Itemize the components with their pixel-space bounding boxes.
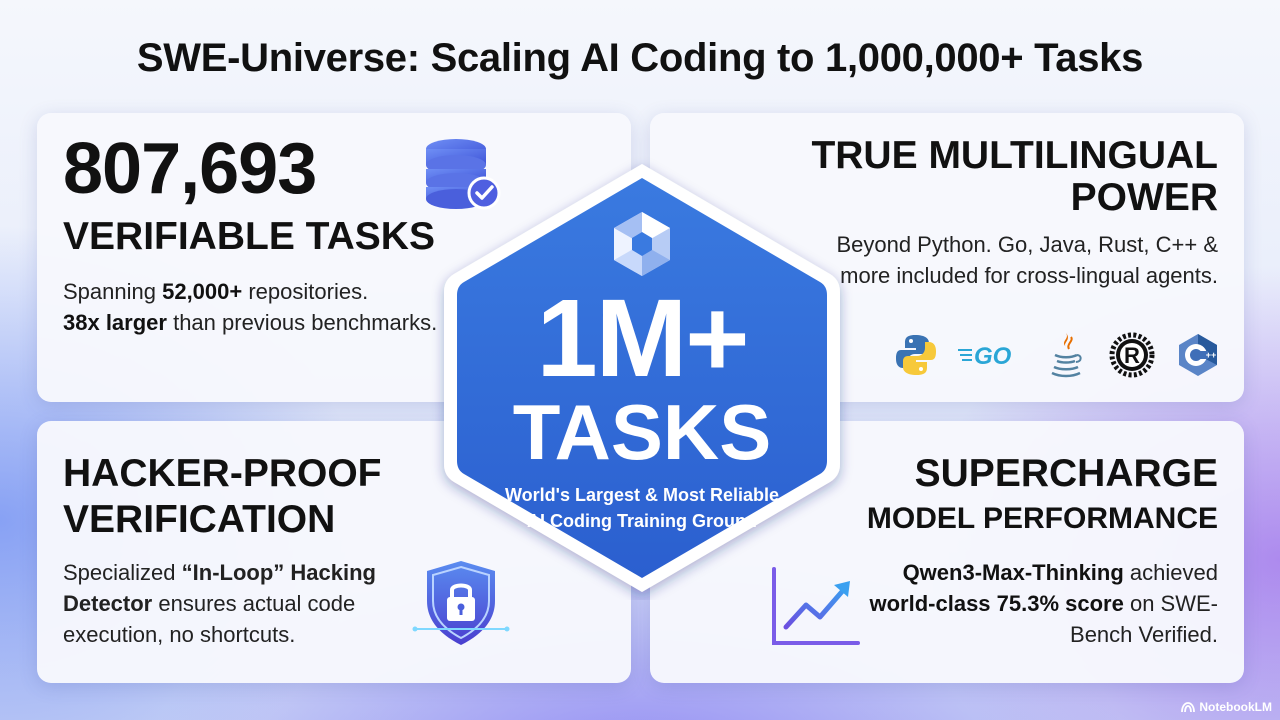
page-title: SWE-Universe: Scaling AI Coding to 1,000…	[136, 36, 1144, 80]
center-hexagon-badge: 1M+ TASKS World's Largest & Most Reliabl…	[426, 156, 858, 600]
hex-headline-tasks: TASKS	[512, 388, 772, 476]
supercharge-description: Qwen3-Max-Thinking achieved world-class …	[869, 560, 1219, 647]
task-count: 807,693	[63, 129, 317, 209]
database-check-icon	[422, 135, 502, 220]
rust-icon: R	[1108, 331, 1156, 379]
trend-chart-icon	[768, 565, 862, 654]
hex-subtitle-line2: AI Coding Training Ground	[527, 511, 757, 531]
verifiable-tasks-heading: VERIFIABLE TASKS	[63, 215, 435, 258]
shield-lock-icon	[411, 557, 511, 658]
hex-cube-logo-icon	[606, 208, 678, 285]
svg-text:GO: GO	[974, 343, 1012, 370]
hex-subtitle-line1: World's Largest & Most Reliable	[505, 485, 779, 505]
notebooklm-logo-icon	[1181, 702, 1196, 713]
svg-text:++: ++	[1206, 350, 1217, 360]
python-icon	[892, 331, 940, 379]
java-icon	[1042, 331, 1090, 379]
language-icons: GO R	[892, 331, 1222, 379]
cpp-icon: ++	[1174, 331, 1222, 379]
notebooklm-watermark: NotebookLM	[1181, 700, 1272, 714]
svg-text:R: R	[1124, 343, 1140, 368]
verifiable-tasks-description: Spanning 52,000+ repositories. 38x large…	[63, 279, 438, 335]
brand-label: NotebookLM	[1199, 700, 1272, 714]
multilingual-description: Beyond Python. Go, Java, Rust, C++ & mor…	[836, 232, 1218, 288]
model-performance-heading: MODEL PERFORMANCE	[866, 502, 1218, 535]
hacker-proof-heading: HACKER-PROOF VERIFICATION	[63, 452, 382, 541]
go-icon: GO	[958, 331, 1024, 379]
hex-headline-1m: 1M+	[536, 277, 749, 400]
hacker-proof-description: Specialized “In-Loop” Hacking Detector e…	[63, 560, 376, 647]
supercharge-heading: SUPERCHARGE	[914, 452, 1218, 495]
multilingual-heading: TRUE MULTILINGUAL POWER	[811, 134, 1218, 219]
